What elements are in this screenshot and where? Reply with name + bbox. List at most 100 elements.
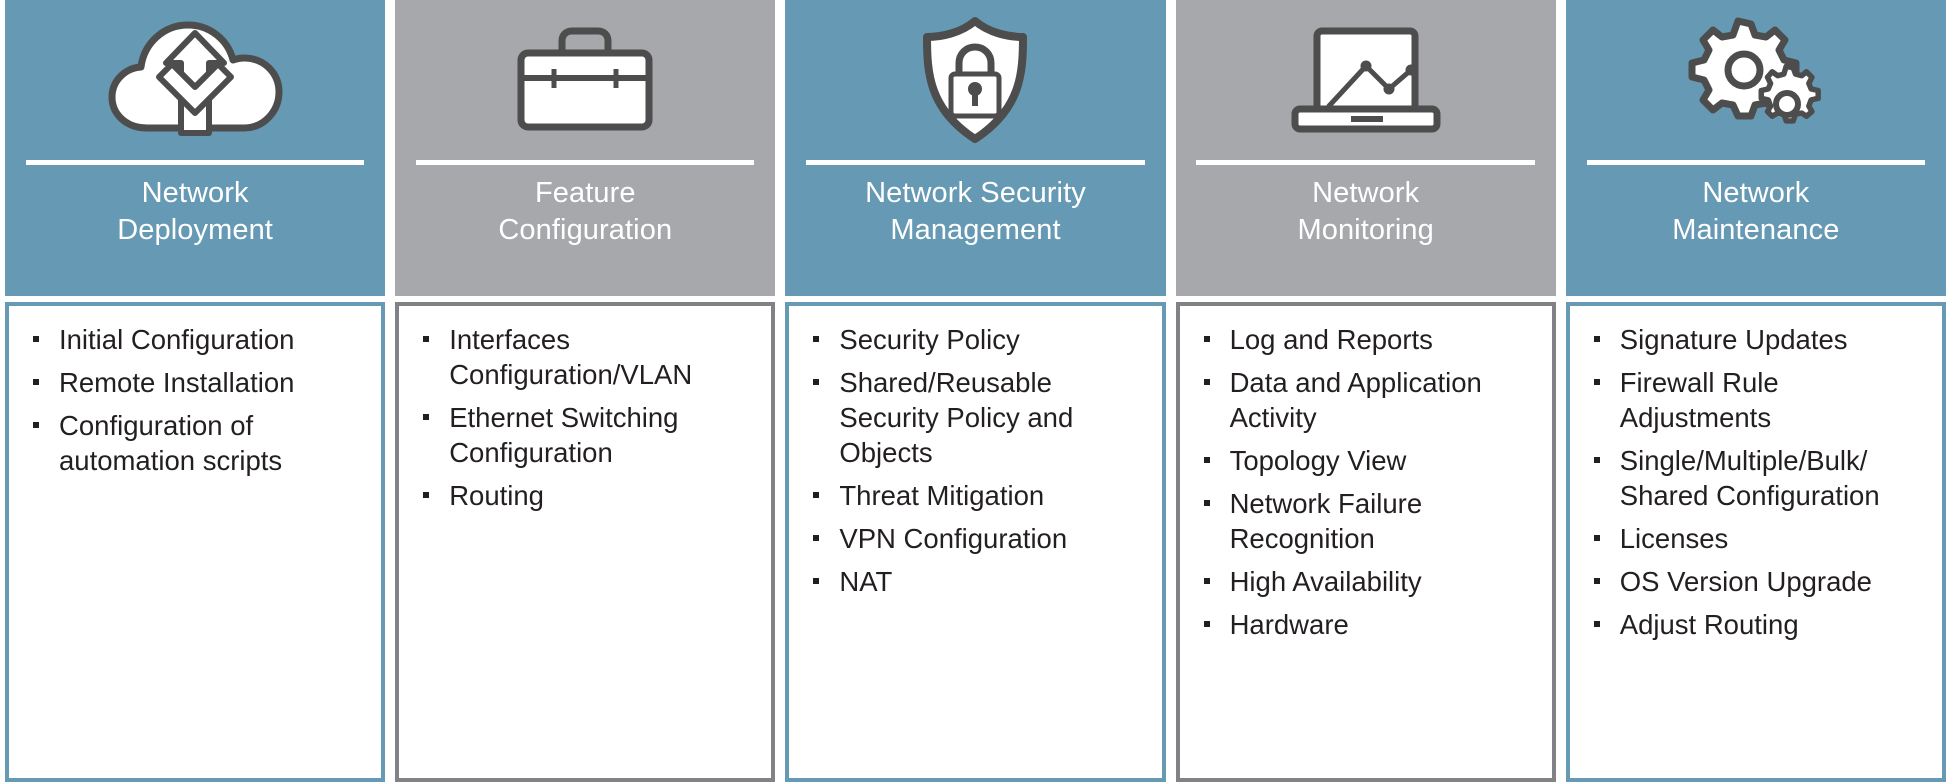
column-title-network-monitoring: Network Monitoring: [1297, 165, 1433, 296]
bullet-icon: [33, 379, 39, 385]
list-item[interactable]: Single/Multiple/Bulk/ Shared Configurati…: [1592, 443, 1932, 513]
bullet-icon: [1203, 621, 1210, 627]
list-item-label: Network Failure Recognition: [1229, 488, 1423, 554]
item-list-network-maintenance: Signature Updates Firewall Rule Adjustme…: [1592, 322, 1932, 642]
bullet-icon: [1203, 578, 1210, 584]
title-line-1: Network: [1312, 177, 1420, 209]
list-item[interactable]: Routing: [421, 478, 761, 513]
list-item[interactable]: High Availability: [1202, 564, 1542, 599]
bullet-icon: [813, 336, 820, 342]
list-item[interactable]: Network Failure Recognition: [1202, 486, 1542, 556]
bullet-icon: [1203, 500, 1210, 506]
title-line-2: Deployment: [117, 214, 273, 246]
list-item[interactable]: OS Version Upgrade: [1592, 564, 1932, 599]
item-list-feature-configuration: Interfaces Configuration/VLAN Ethernet S…: [421, 322, 761, 513]
title-line-2: Management: [890, 214, 1061, 246]
column-body-network-monitoring: Log and Reports Data and Application Act…: [1175, 302, 1556, 782]
item-list-network-deployment: Initial Configuration Remote Installatio…: [31, 322, 371, 478]
list-item[interactable]: Threat Mitigation: [811, 478, 1151, 513]
list-item[interactable]: Shared/Reusable Security Policy and Obje…: [811, 365, 1151, 470]
bullet-icon: [33, 422, 39, 428]
header-divider: [806, 160, 1145, 165]
bullet-icon: [1203, 379, 1210, 385]
list-item-label: High Availability: [1229, 566, 1422, 597]
bullet-icon: [1203, 457, 1210, 463]
header-divider: [1196, 160, 1535, 165]
list-item[interactable]: Configuration of automation scripts: [31, 408, 371, 478]
list-item[interactable]: Remote Installation: [31, 365, 371, 400]
list-item-label: Hardware: [1229, 609, 1349, 640]
list-item[interactable]: Topology View: [1202, 443, 1542, 478]
column-body-network-maintenance: Signature Updates Firewall Rule Adjustme…: [1565, 302, 1946, 782]
column-header-network-monitoring: Network Monitoring: [1175, 0, 1556, 296]
header-divider: [25, 160, 365, 165]
bullet-icon: [1593, 535, 1600, 541]
list-item[interactable]: Hardware: [1202, 607, 1542, 642]
list-item[interactable]: Log and Reports: [1202, 322, 1542, 357]
bullet-icon: [1593, 336, 1600, 342]
list-item-label: Single/Multiple/Bulk/ Shared Configurati…: [1619, 445, 1880, 511]
title-line-2: Maintenance: [1672, 214, 1840, 246]
column-header-feature-configuration: Feature Configuration: [395, 0, 776, 296]
list-item[interactable]: Initial Configuration: [31, 322, 371, 357]
column-body-network-security-management: Security Policy Shared/Reusable Security…: [785, 302, 1166, 782]
item-list-network-security-management: Security Policy Shared/Reusable Security…: [811, 322, 1151, 599]
header-divider: [416, 160, 755, 165]
list-item[interactable]: Interfaces Configuration/VLAN: [421, 322, 761, 392]
column-network-monitoring[interactable]: Network Monitoring Log and Reports Data …: [1171, 0, 1561, 782]
list-item[interactable]: Licenses: [1592, 521, 1932, 556]
list-item[interactable]: Adjust Routing: [1592, 607, 1932, 642]
list-item-label: NAT: [839, 566, 893, 597]
column-body-network-deployment: Initial Configuration Remote Installatio…: [5, 302, 386, 782]
column-header-network-security-management: Network Security Management: [785, 0, 1166, 296]
cloud-upload-download-icon: [5, 0, 385, 160]
laptop-chart-icon: [1176, 0, 1556, 160]
list-item-label: Data and Application Activity: [1229, 367, 1482, 433]
bullet-icon: [423, 492, 430, 498]
list-item-label: Log and Reports: [1229, 324, 1433, 355]
list-item-label: Threat Mitigation: [839, 480, 1045, 511]
list-item[interactable]: Security Policy: [811, 322, 1151, 357]
column-network-deployment[interactable]: Network Deployment Initial Configuration…: [0, 0, 390, 782]
list-item-label: Ethernet Switching Configuration: [449, 402, 679, 468]
title-line-1: Feature: [534, 177, 636, 209]
column-title-feature-configuration: Feature Configuration: [498, 165, 672, 296]
bullet-icon: [423, 414, 430, 420]
bullet-icon: [33, 336, 39, 342]
title-line-1: Network: [1702, 177, 1810, 209]
list-item-label: Remote Installation: [59, 367, 295, 398]
column-body-feature-configuration: Interfaces Configuration/VLAN Ethernet S…: [395, 302, 776, 782]
list-item[interactable]: Firewall Rule Adjustments: [1592, 365, 1932, 435]
bullet-icon: [813, 535, 820, 541]
list-item[interactable]: NAT: [811, 564, 1151, 599]
column-feature-configuration[interactable]: Feature Configuration Interfaces Configu…: [390, 0, 780, 782]
bullet-icon: [1593, 621, 1600, 627]
list-item-label: Shared/Reusable Security Policy and Obje…: [839, 367, 1074, 468]
list-item-label: Initial Configuration: [59, 324, 295, 355]
bullet-icon: [1593, 379, 1600, 385]
list-item-label: VPN Configuration: [839, 523, 1068, 554]
list-item[interactable]: Signature Updates: [1592, 322, 1932, 357]
list-item-label: Signature Updates: [1619, 324, 1848, 355]
bullet-icon: [813, 492, 820, 498]
header-divider: [1586, 160, 1926, 165]
title-line-1: Network Security: [865, 177, 1086, 209]
title-line-2: Monitoring: [1297, 214, 1434, 246]
column-header-network-maintenance: Network Maintenance: [1565, 0, 1946, 296]
list-item-label: Security Policy: [839, 324, 1020, 355]
column-title-network-deployment: Network Deployment: [117, 165, 273, 296]
list-item-label: OS Version Upgrade: [1619, 566, 1872, 597]
bullet-icon: [813, 578, 820, 584]
column-network-maintenance[interactable]: Network Maintenance Signature Updates Fi…: [1561, 0, 1951, 782]
list-item-label: Interfaces Configuration/VLAN: [449, 324, 693, 390]
gears-icon: [1566, 0, 1946, 160]
list-item-label: Routing: [449, 480, 544, 511]
column-network-security-management[interactable]: Network Security Management Security Pol…: [780, 0, 1170, 782]
list-item-label: Firewall Rule Adjustments: [1619, 367, 1779, 433]
list-item[interactable]: Ethernet Switching Configuration: [421, 400, 761, 470]
list-item[interactable]: Data and Application Activity: [1202, 365, 1542, 435]
list-item[interactable]: VPN Configuration: [811, 521, 1151, 556]
list-item-label: Adjust Routing: [1619, 609, 1799, 640]
bullet-icon: [1203, 336, 1210, 342]
